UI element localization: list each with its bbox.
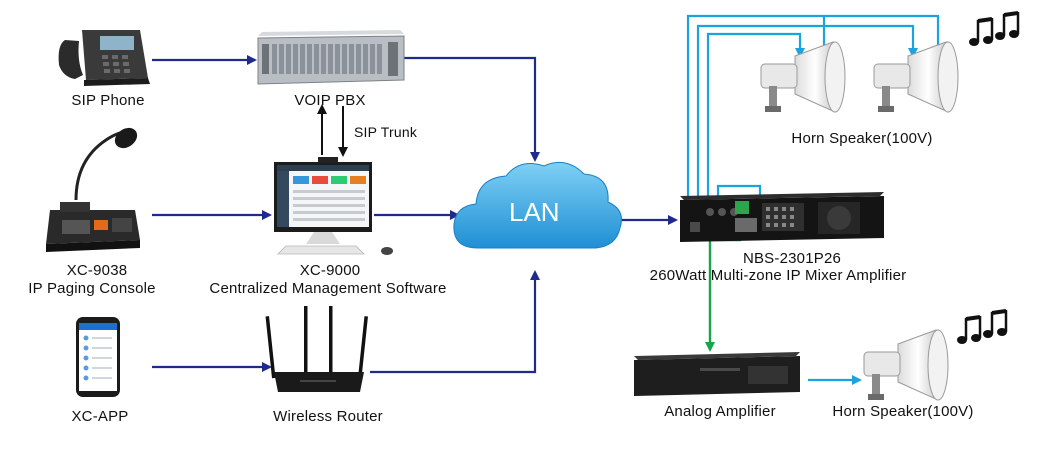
sip-trunk-label: SIP Trunk [354,124,418,140]
sip-phone-icon [58,30,150,86]
horn-speaker-icon [760,41,846,113]
navy-links [152,55,678,374]
sip-trunk-arrows [317,104,348,157]
smartphone-icon [76,317,120,397]
mixer-amplifier-icon [680,192,884,242]
mixer-model-label: NBS-2301P26 [742,250,842,267]
link-router-lan [370,270,540,374]
sip-phone-label: SIP Phone [71,92,145,109]
voip-pbx-icon [257,30,405,85]
speaker-links [686,14,943,385]
horn-speaker-icon [863,329,949,401]
horn-speaker-icon [873,41,959,113]
voip-pbx-label: VOIP PBX [294,92,366,109]
paging-console-icon [46,127,140,252]
lan-cloud-icon [453,161,622,249]
mgmt-software-model: XC-9000 [299,262,361,279]
mgmt-software-name: Centralized Management Software [209,280,447,297]
horn-speaker-bottom-label: Horn Speaker(100V) [832,403,974,420]
lan-label: LAN [509,197,560,227]
music-note-icon [969,11,1020,46]
management-computer-icon [274,157,393,255]
mixer-name-label: 260Watt Multi-zone IP Mixer Amplifier [649,267,907,284]
link-mixer-analog [705,225,742,352]
music-note-icon [957,309,1008,344]
analog-amplifier-icon [634,352,800,396]
analog-amplifier-label: Analog Amplifier [664,403,776,420]
app-label: XC-APP [71,408,129,425]
paging-console-model: XC-9038 [66,262,128,279]
router-label: Wireless Router [273,408,383,425]
horn-speaker-top-label: Horn Speaker(100V) [791,130,933,147]
paging-console-name: IP Paging Console [28,280,156,297]
wireless-router-icon [265,306,368,392]
link-pbx-lan [397,56,540,162]
